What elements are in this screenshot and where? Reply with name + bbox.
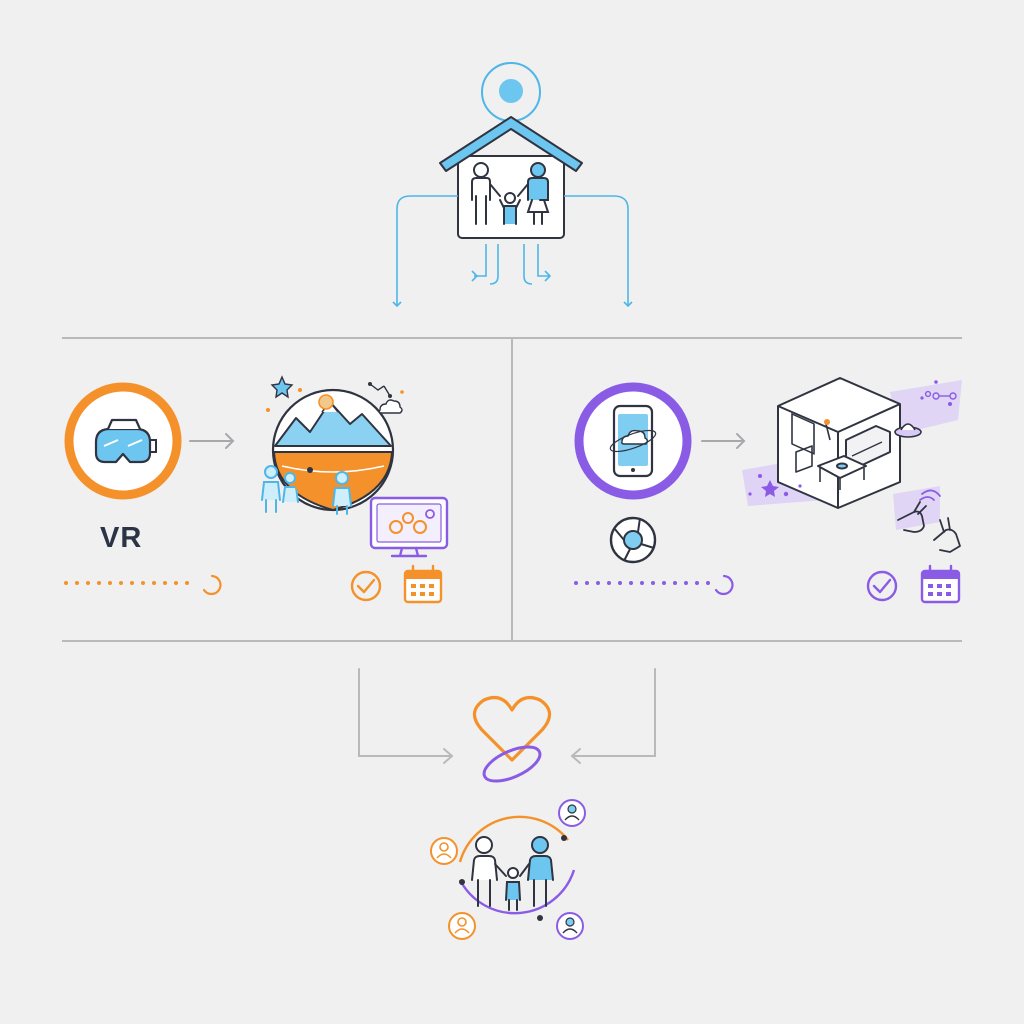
progress-dot — [185, 581, 189, 585]
smartphone-icon — [574, 382, 692, 500]
ar-progress-track — [574, 574, 734, 596]
calendar-icon — [920, 564, 961, 604]
progress-dot — [75, 581, 79, 585]
user-avatar-icon — [481, 62, 541, 122]
progress-dot — [706, 581, 710, 585]
progress-dot — [97, 581, 101, 585]
ufo-icon — [894, 423, 922, 438]
progress-dot — [651, 581, 655, 585]
vr-progress-track — [64, 574, 222, 596]
progress-dot — [163, 581, 167, 585]
progress-dot — [629, 581, 633, 585]
progress-dot — [130, 581, 134, 585]
user-badge-icon — [556, 912, 584, 940]
progress-dot — [64, 581, 68, 585]
merge-arrows — [358, 668, 656, 764]
progress-dot — [673, 581, 677, 585]
monitor-icon — [369, 496, 449, 558]
vr-headset-icon — [64, 382, 182, 500]
progress-dot — [684, 581, 688, 585]
hand-gesture-icon — [897, 489, 961, 553]
mountain-globe-scene-icon — [261, 375, 404, 515]
progress-dot — [152, 581, 156, 585]
progress-dot — [596, 581, 600, 585]
progress-dot — [585, 581, 589, 585]
progress-dot — [618, 581, 622, 585]
family-circle-icon — [458, 815, 576, 921]
user-badge-icon — [448, 912, 476, 940]
progress-dot — [607, 581, 611, 585]
arrow-right-icon — [189, 433, 235, 449]
progress-dot — [119, 581, 123, 585]
isometric-room-icon — [742, 377, 962, 530]
user-badge-icon — [430, 837, 458, 865]
progress-dot — [662, 581, 666, 585]
family-home-icon — [439, 116, 583, 239]
check-circle-icon — [350, 570, 382, 602]
progress-dot — [108, 581, 112, 585]
aperture-icon — [609, 516, 657, 564]
check-circle-icon — [866, 570, 898, 602]
progress-dot — [174, 581, 178, 585]
progress-dot — [640, 581, 644, 585]
arrow-right-icon — [701, 433, 746, 449]
heart-orbit-icon — [472, 696, 552, 783]
calendar-icon — [403, 564, 443, 604]
house-connector-arrows — [392, 195, 633, 308]
panel-dividers — [62, 337, 962, 642]
user-badge-icon — [558, 799, 586, 827]
progress-dot — [141, 581, 145, 585]
progress-dot — [86, 581, 90, 585]
progress-dot — [574, 581, 578, 585]
progress-dot — [695, 581, 699, 585]
vr-label: VR — [100, 522, 143, 554]
